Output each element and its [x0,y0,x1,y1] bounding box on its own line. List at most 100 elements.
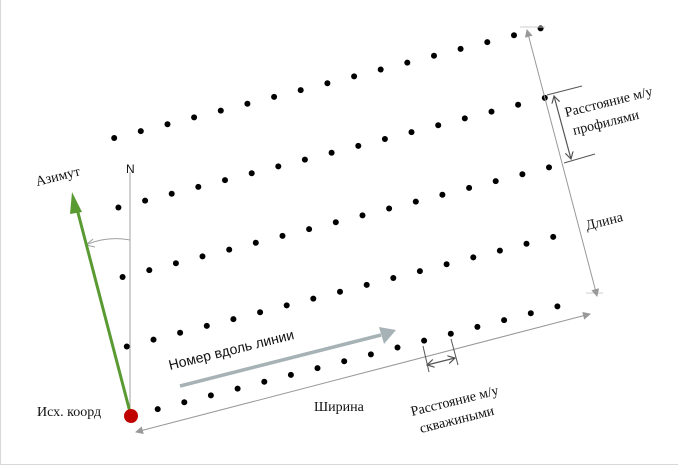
hole-spacing-tick-left [422,345,430,373]
survey-point [310,295,317,302]
survey-point [123,343,130,350]
survey-point [367,351,374,358]
azimuth-arrow-shaft [74,204,133,417]
survey-point [257,309,264,316]
survey-point [394,344,401,351]
survey-point [447,330,454,337]
north-label: N [126,162,135,176]
survey-point [435,122,442,129]
survey-point [234,385,241,392]
survey-point [351,73,358,80]
survey-point [252,239,259,246]
survey-point [488,108,495,115]
survey-point [439,191,446,198]
line-spacing-tick-bottom [563,153,596,164]
survey-point [287,371,294,378]
azimuth-label: Азимут [34,164,81,189]
survey-point [408,129,415,136]
survey-point [146,267,153,274]
survey-point [142,197,149,204]
hole-spacing-tick-right [450,338,459,366]
survey-point [230,316,237,323]
survey-point [332,219,339,226]
line-spacing-dimension [554,96,571,159]
survey-point [496,247,503,254]
width-dimension-line [135,311,591,435]
survey-point [474,323,481,330]
survey-point [386,205,393,212]
survey-point [283,302,290,309]
survey-point [501,317,508,324]
origin-point [124,409,138,423]
survey-point [537,25,544,32]
survey-point [164,121,171,128]
direction-arrow-head-icon [379,327,396,344]
survey-point [195,183,202,190]
survey-point [377,66,384,73]
survey-point [181,399,188,406]
survey-point [154,406,161,413]
survey-point [203,322,210,329]
survey-point [527,310,534,317]
line-spacing-tick-top [546,85,583,96]
survey-point [550,233,557,240]
survey-point [546,164,552,171]
survey-point [191,114,198,121]
length-dimension-line [524,29,600,297]
survey-point [337,288,343,295]
survey-point [297,87,304,94]
survey-point [328,149,335,156]
survey-point [168,190,175,197]
survey-point [279,232,286,239]
hole-spacing-dimension [427,358,455,365]
survey-point [457,45,464,52]
survey-point [484,39,491,46]
survey-point [355,142,362,149]
survey-point [301,156,308,163]
survey-point [261,378,268,385]
survey-point [226,246,233,253]
survey-point [381,136,388,142]
survey-point [519,171,526,178]
length-label: Длина [584,210,625,234]
survey-point [492,178,499,185]
survey-point [443,261,450,268]
survey-point [461,115,468,122]
survey-point [416,268,423,275]
survey-point [172,260,179,267]
survey-point [244,100,251,107]
survey-point [359,212,366,219]
frame-left-edge [0,0,1,465]
survey-point [470,254,477,261]
survey-point [271,93,278,100]
survey-point [363,281,370,288]
survey-point [314,365,321,372]
survey-point [511,32,517,39]
survey-point [431,52,437,59]
survey-point [324,80,331,87]
survey-point [207,392,214,399]
survey-point [390,275,397,281]
survey-point [222,177,228,184]
survey-point [137,128,144,135]
survey-point [404,59,411,66]
survey-point [115,204,122,211]
survey-point [275,163,282,170]
survey-point [421,337,428,344]
survey-point [217,107,224,114]
survey-point [412,198,419,205]
width-label: Ширина [314,400,365,415]
survey-point [119,274,126,280]
survey-point [466,184,473,191]
number-along-line-label: Номер вдоль линии [167,326,296,373]
survey-point [515,101,522,108]
survey-point [341,358,348,365]
survey-point [554,303,561,310]
azimuth-angle-arc [87,238,131,245]
survey-point [199,253,206,260]
survey-point [523,240,530,247]
origin-label: Исх. коорд [37,405,101,420]
survey-point [248,170,255,177]
survey-point [150,336,157,343]
